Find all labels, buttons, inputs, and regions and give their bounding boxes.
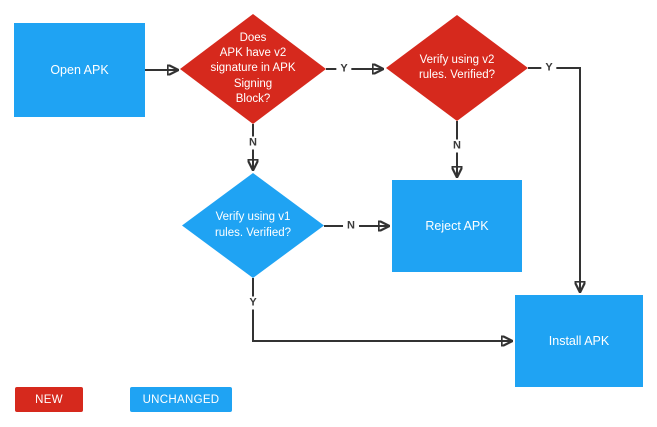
node-install-apk-label: Install APK xyxy=(548,333,610,348)
node-has-v2-signature-label: Does APK have v2 signature in APK Signin… xyxy=(210,32,296,105)
edge-label-has-v2-no: N xyxy=(245,136,261,150)
node-verify-v2-label: Verify using v2 rules. Verified? xyxy=(418,53,496,81)
legend-unchanged-swatch: UNCHANGED xyxy=(130,387,232,412)
edge-label-verify-v1-yes: Y xyxy=(245,296,261,310)
edge-verify-v2-yes-to-install xyxy=(528,67,580,292)
edge-label-verify-v1-no: N xyxy=(343,219,359,233)
edge-label-verify-v2-no: N xyxy=(449,139,465,153)
edge-label-has-v2-yes: Y xyxy=(336,62,352,76)
node-install-apk: Install APK xyxy=(515,295,643,387)
legend-unchanged-label: UNCHANGED xyxy=(142,393,220,406)
node-reject-apk-label: Reject APK xyxy=(425,218,489,233)
legend-new-swatch: NEW xyxy=(15,387,83,412)
node-verify-v1-label: Verify using v1 rules. Verified? xyxy=(214,211,292,239)
edge-verify-v1-yes-to-install xyxy=(252,278,512,341)
node-open-apk: Open APK xyxy=(14,23,145,117)
edge-label-verify-v2-yes: Y xyxy=(541,61,557,75)
node-reject-apk: Reject APK xyxy=(392,180,522,272)
node-open-apk-label: Open APK xyxy=(50,62,109,77)
legend-new-label: NEW xyxy=(35,393,63,406)
